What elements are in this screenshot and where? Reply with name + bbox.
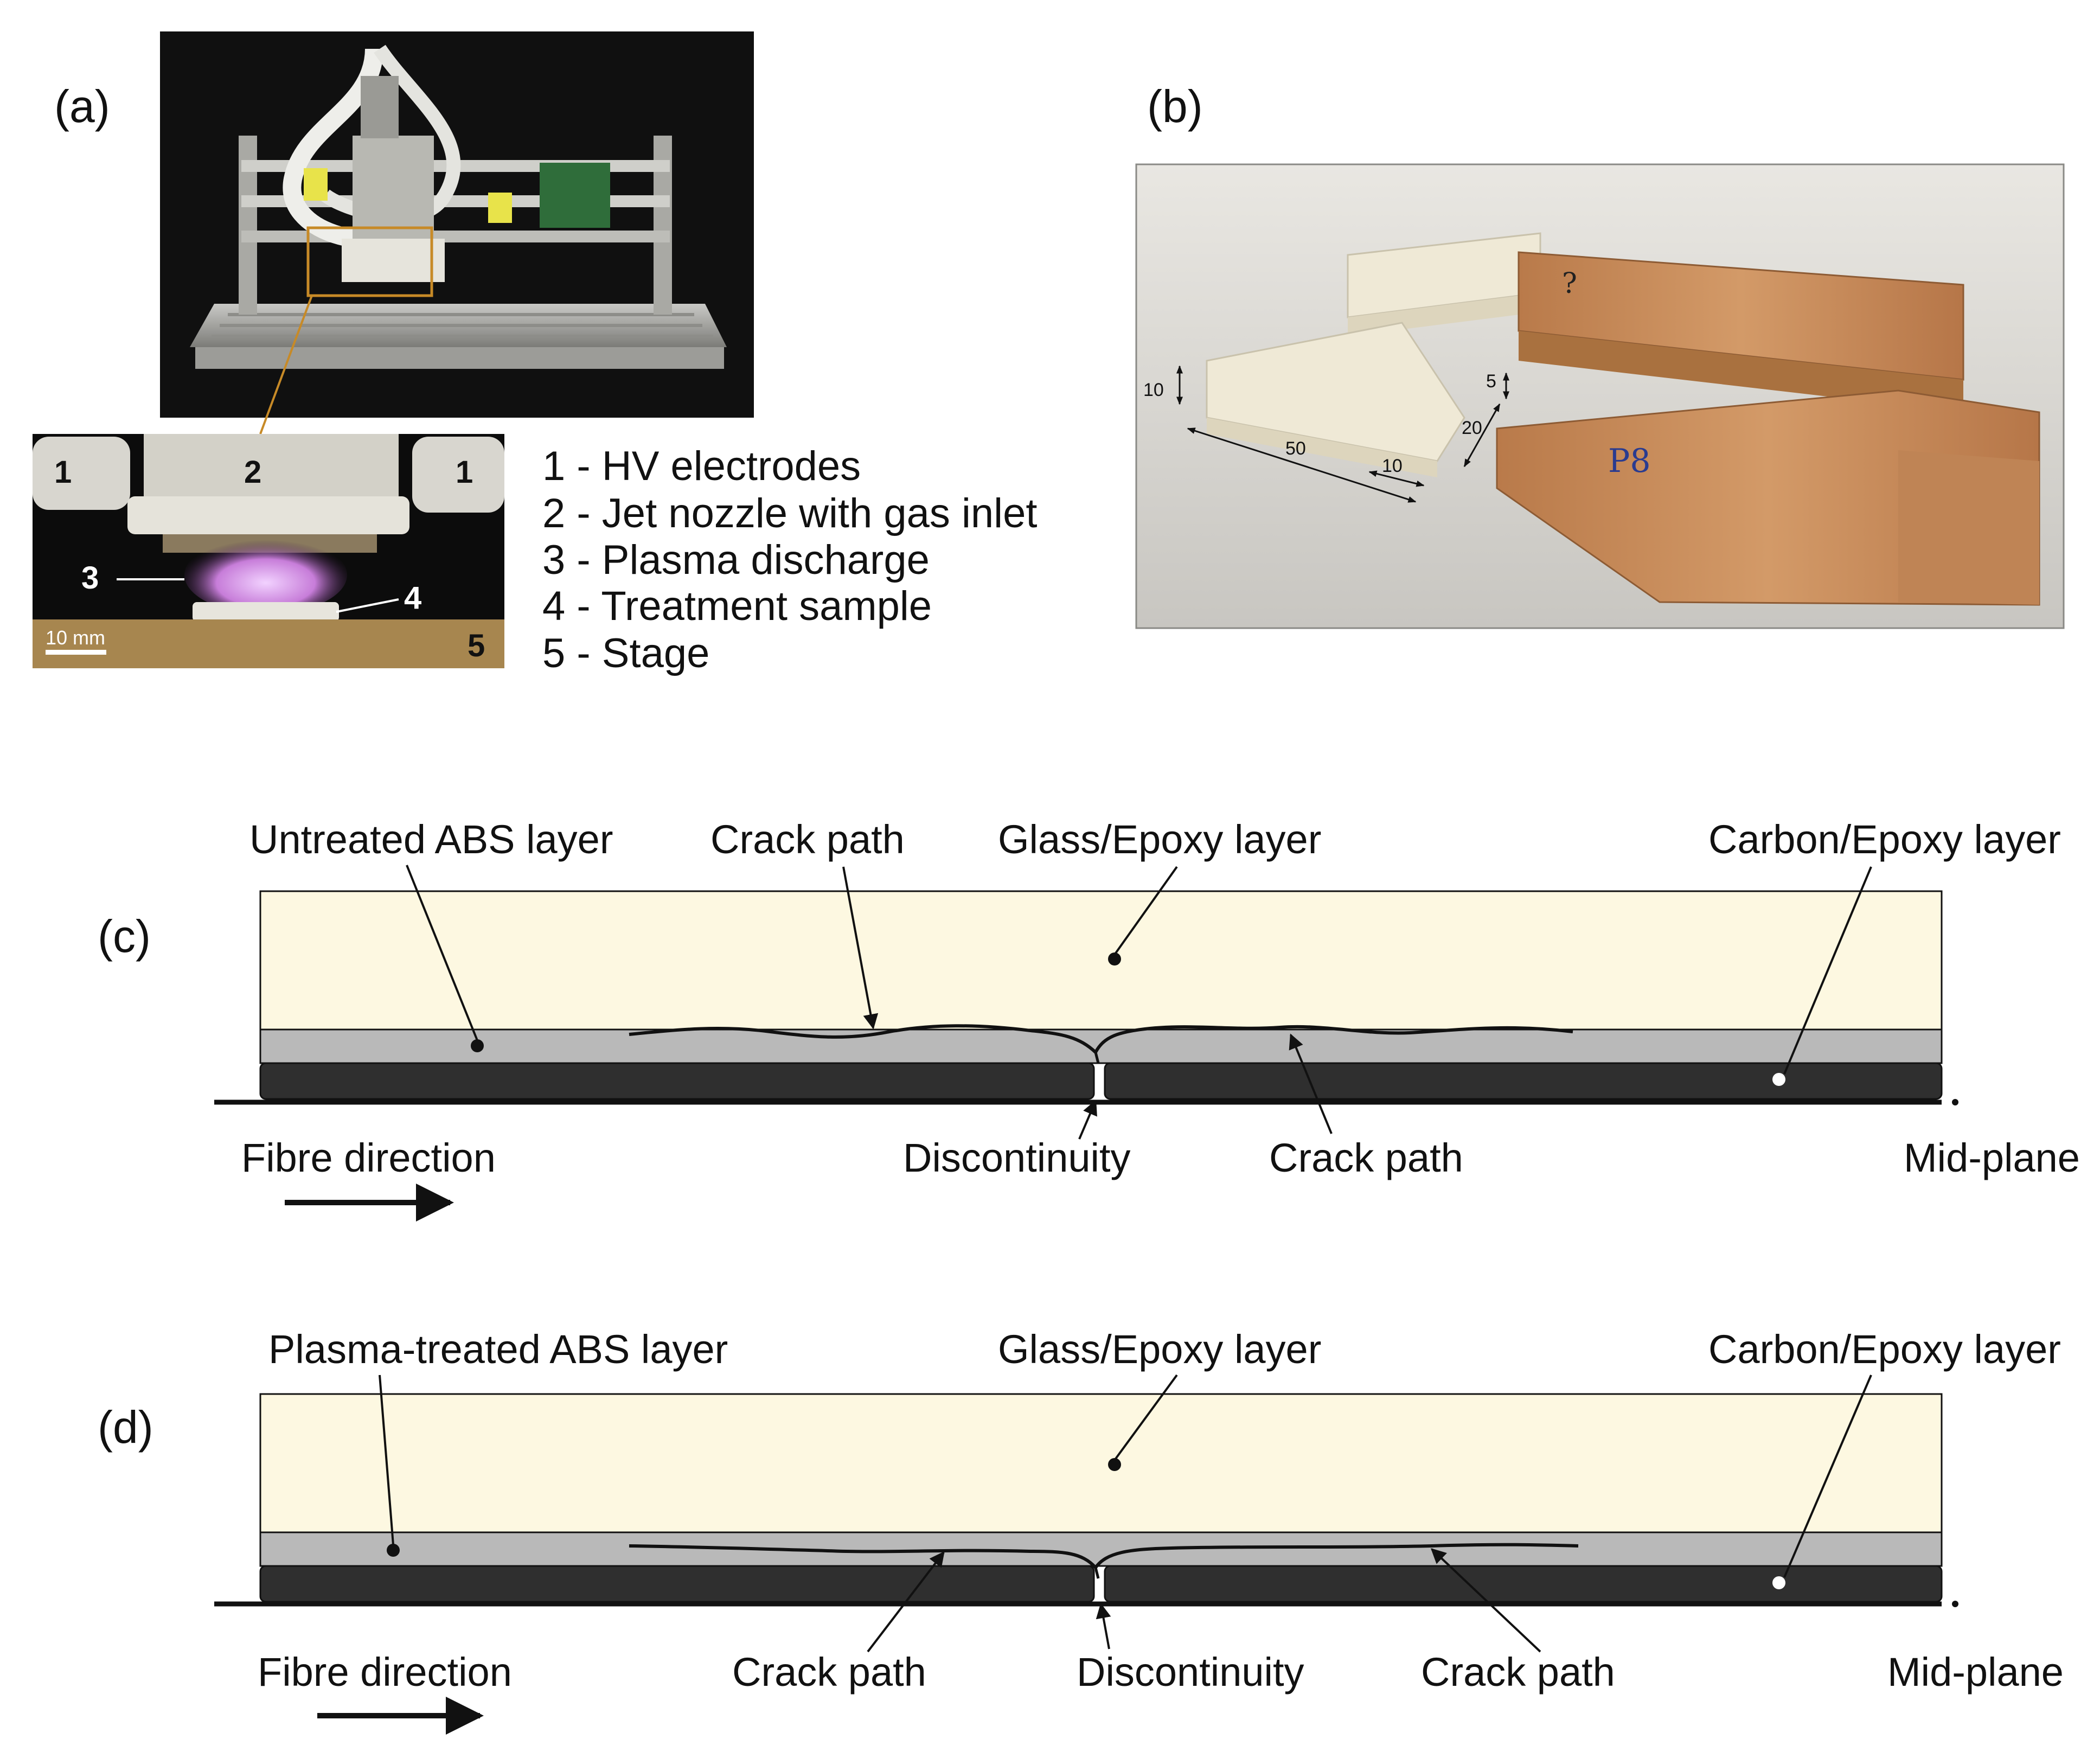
legend-item-jet-nozzle: 2 - Jet nozzle with gas inlet: [542, 490, 1037, 536]
panel-d-label: (d): [98, 1402, 153, 1453]
abs-layer-marker: [387, 1544, 400, 1557]
callout-mid-plane: Mid-plane: [1887, 1650, 2064, 1695]
panel-a: (a): [33, 31, 1037, 676]
panel-a-label: (a): [54, 81, 110, 132]
panel-b: (b) ? P8 10 50 10 5: [1135, 81, 2065, 629]
photo-number-1-right: 1: [456, 455, 473, 490]
carbon-epoxy-layer-right: [1104, 1062, 1943, 1100]
carbon-epoxy-layer-left: [259, 1565, 1095, 1603]
legend-item-stage: 5 - Stage: [542, 630, 709, 676]
panel-c: (c) Untreated ABS layer Crack path Glass…: [98, 817, 2080, 1222]
glass-layer-marker: [1108, 1458, 1121, 1471]
callout-carbon-epoxy-layer: Carbon/Epoxy layer: [1708, 1327, 2061, 1372]
legend-item-treatment-sample: 4 - Treatment sample: [542, 583, 932, 629]
glass-layer-marker: [1108, 952, 1121, 966]
scale-bar-label: 10 mm: [46, 626, 105, 649]
photo-number-2: 2: [244, 455, 261, 490]
callout-glass-epoxy-layer: Glass/Epoxy layer: [998, 817, 1321, 862]
crack-path-upper-branch: [1094, 1052, 1100, 1064]
plasma-rig-photo: [160, 31, 754, 418]
legend-item-hv-electrodes: 1 - HV electrodes: [542, 443, 861, 489]
callout-crack-path-right: Crack path: [1421, 1650, 1615, 1695]
panel-c-laminate: [214, 890, 1958, 1105]
callout-glass-epoxy-layer: Glass/Epoxy layer: [998, 1327, 1321, 1372]
panel-d-laminate: [214, 1393, 1958, 1607]
callout-fibre-direction: Fibre direction: [258, 1650, 512, 1695]
callout-crack-path-bottom: Crack path: [1269, 1135, 1463, 1180]
panel-d: (d) Plasma-treated ABS layer Glass/Epoxy…: [98, 1327, 2064, 1735]
callout-discontinuity: Discontinuity: [903, 1135, 1131, 1180]
dimension-20-width: 20: [1462, 418, 1482, 438]
photo-number-4: 4: [404, 580, 421, 616]
crack-path-branch: [1094, 1567, 1100, 1579]
dimension-10-height: 10: [1143, 380, 1164, 400]
carbon-layer-marker: [1772, 1576, 1785, 1589]
panel-a-legend: 1 - HV electrodes 2 - Jet nozzle with ga…: [542, 443, 1037, 676]
callout-untreated-abs-layer: Untreated ABS layer: [249, 817, 613, 862]
handwriting-question: ?: [1562, 267, 1577, 300]
carbon-layer-marker: [1772, 1073, 1785, 1086]
glass-epoxy-layer: [259, 890, 1943, 1031]
callout-crack-path-left: Crack path: [732, 1650, 926, 1695]
carbon-epoxy-layer-right: [1104, 1565, 1943, 1603]
callout-crack-path-top: Crack path: [710, 817, 905, 862]
callout-mid-plane: Mid-plane: [1904, 1135, 2080, 1180]
legend-item-plasma-discharge: 3 - Plasma discharge: [542, 537, 930, 583]
photo-number-5: 5: [468, 628, 485, 663]
dimension-10-length: 10: [1382, 456, 1403, 476]
specimen-photo: ? P8 10 50 10 5 20: [1135, 163, 2065, 629]
carbon-epoxy-layer-left: [259, 1062, 1095, 1100]
dimension-5-height: 5: [1486, 371, 1496, 392]
plasma-jet-inset-photo: 1 2 1 3 4 5 10 mm: [33, 434, 504, 668]
scale-bar: [46, 650, 106, 655]
callout-plasma-treated-abs-layer: Plasma-treated ABS layer: [268, 1327, 728, 1372]
callout-discontinuity: Discontinuity: [1077, 1650, 1304, 1695]
photo-number-1-left: 1: [54, 455, 72, 490]
photo-number-3: 3: [81, 560, 99, 596]
callout-carbon-epoxy-layer: Carbon/Epoxy layer: [1708, 817, 2061, 862]
glass-epoxy-layer: [259, 1393, 1943, 1533]
abs-layer-marker: [471, 1039, 484, 1052]
panel-b-label: (b): [1147, 81, 1203, 132]
panel-c-label: (c): [98, 911, 151, 962]
handwriting-p8: P8: [1608, 442, 1651, 480]
zoom-connector-line: [259, 295, 313, 434]
callout-fibre-direction: Fibre direction: [241, 1135, 496, 1180]
dimension-50-length: 50: [1285, 438, 1306, 459]
